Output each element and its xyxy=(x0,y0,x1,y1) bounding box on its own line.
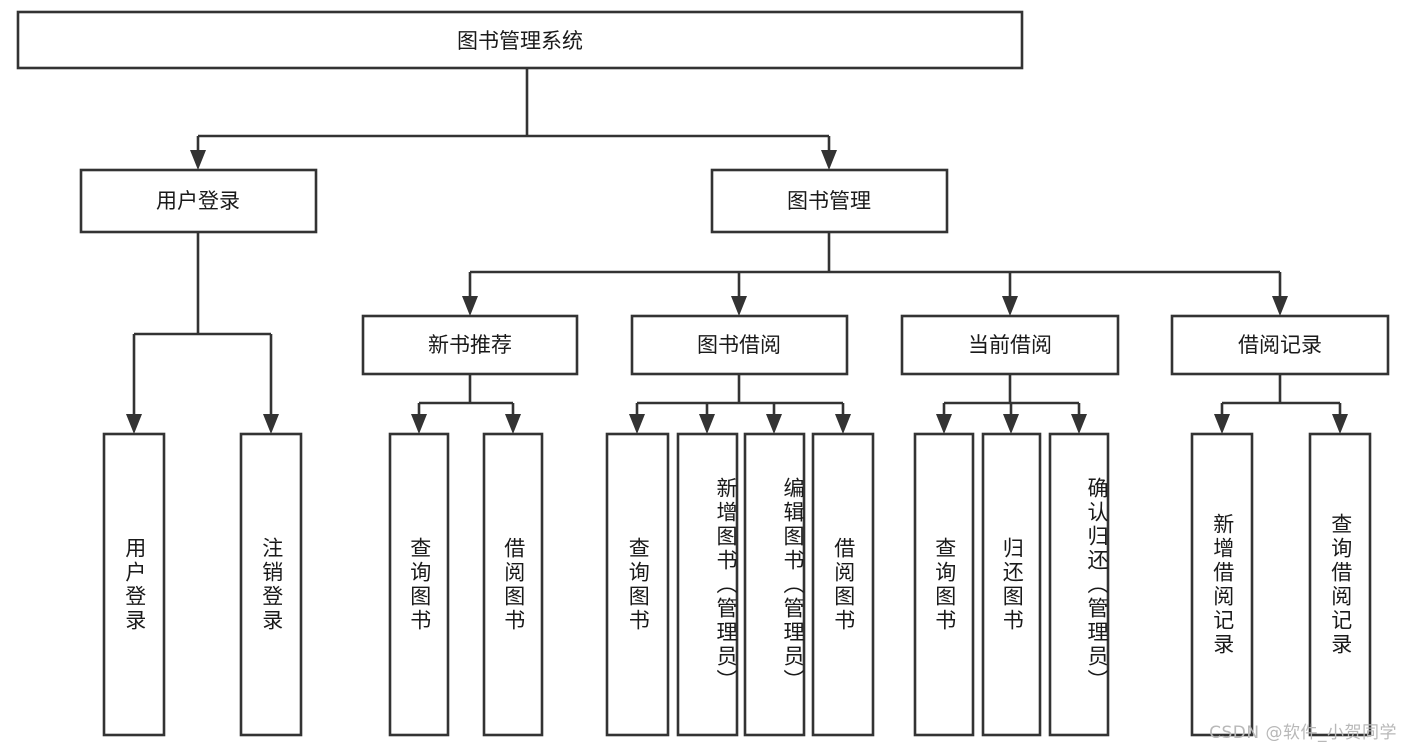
arrow-head-icon xyxy=(462,296,478,316)
leaf-box-query-borrow-record[interactable] xyxy=(1308,432,1372,737)
arrow-head-icon xyxy=(766,414,782,434)
leaf-box-query-book-borrow[interactable] xyxy=(605,432,670,737)
leaf-box-query-book-current[interactable] xyxy=(913,432,975,737)
connector-borrow-to-leaves xyxy=(629,374,851,434)
node-current-borrow-label: 当前借阅 xyxy=(968,333,1052,357)
arrow-head-icon xyxy=(411,414,427,434)
node-root-label: 图书管理系统 xyxy=(457,29,583,53)
connector-bookmgmt-to-level3 xyxy=(462,232,1288,316)
node-book-management-box[interactable] xyxy=(710,168,949,234)
arrow-head-icon xyxy=(1003,414,1019,434)
connector-userlogin-to-leaves xyxy=(126,232,279,434)
leaf-box-confirm-return-admin[interactable] xyxy=(1048,432,1110,737)
arrow-head-icon xyxy=(1272,296,1288,316)
arrow-head-icon xyxy=(1002,296,1018,316)
leaf-box-query-book-recommend[interactable] xyxy=(388,432,450,737)
csdn-watermark: CSDN @软件_小贺同学 xyxy=(1209,723,1397,743)
node-book-borrow[interactable]: 图书借阅 xyxy=(630,314,849,376)
connector-record-to-leaves xyxy=(1214,374,1348,434)
node-book-management-label: 图书管理 xyxy=(787,189,871,213)
connector-recommend-to-leaves xyxy=(411,374,521,434)
node-new-book-recommend-box[interactable] xyxy=(361,314,579,376)
node-user-login-label: 用户登录 xyxy=(156,189,240,213)
leaf-box-return-book[interactable] xyxy=(981,432,1042,737)
arrow-head-icon xyxy=(699,414,715,434)
connector-current-to-leaves xyxy=(936,374,1087,434)
arrow-head-icon xyxy=(629,414,645,434)
node-borrow-record-label: 借阅记录 xyxy=(1238,333,1322,357)
arrow-head-icon xyxy=(505,414,521,434)
arrow-head-icon xyxy=(1332,414,1348,434)
node-current-borrow-box[interactable] xyxy=(900,314,1120,376)
leaf-box-user-login[interactable] xyxy=(102,432,166,737)
leaf-box-add-book-admin[interactable] xyxy=(676,432,739,737)
arrow-head-icon xyxy=(835,414,851,434)
node-root-book-management-system[interactable]: 图书管理系统 xyxy=(16,10,1024,70)
node-current-borrow[interactable]: 当前借阅 xyxy=(900,314,1120,376)
arrow-head-icon xyxy=(731,296,747,316)
node-user-login[interactable]: 用户登录 xyxy=(79,168,318,234)
arrow-head-icon xyxy=(263,414,279,434)
node-borrow-record-box[interactable] xyxy=(1170,314,1390,376)
node-new-book-recommend[interactable]: 新书推荐 xyxy=(361,314,579,376)
leaf-box-logout[interactable] xyxy=(239,432,303,737)
leaf-box-add-borrow-record[interactable] xyxy=(1190,432,1254,737)
arrow-head-icon xyxy=(190,150,206,170)
arrow-head-icon xyxy=(1214,414,1230,434)
node-root-box[interactable] xyxy=(16,10,1024,70)
arrow-head-icon xyxy=(936,414,952,434)
node-book-borrow-box[interactable] xyxy=(630,314,849,376)
node-book-management[interactable]: 图书管理 xyxy=(710,168,949,234)
leaf-box-edit-book-admin[interactable] xyxy=(743,432,806,737)
leaf-box-borrow-book[interactable] xyxy=(811,432,875,737)
node-borrow-record[interactable]: 借阅记录 xyxy=(1170,314,1390,376)
arrow-head-icon xyxy=(821,150,837,170)
node-new-book-recommend-label: 新书推荐 xyxy=(428,333,512,357)
node-book-borrow-label: 图书借阅 xyxy=(697,333,781,357)
connector-root-to-level2 xyxy=(190,68,837,170)
arrow-head-icon xyxy=(1071,414,1087,434)
leaf-box-borrow-book-recommend[interactable] xyxy=(482,432,544,737)
node-user-login-box[interactable] xyxy=(79,168,318,234)
arrow-head-icon xyxy=(126,414,142,434)
